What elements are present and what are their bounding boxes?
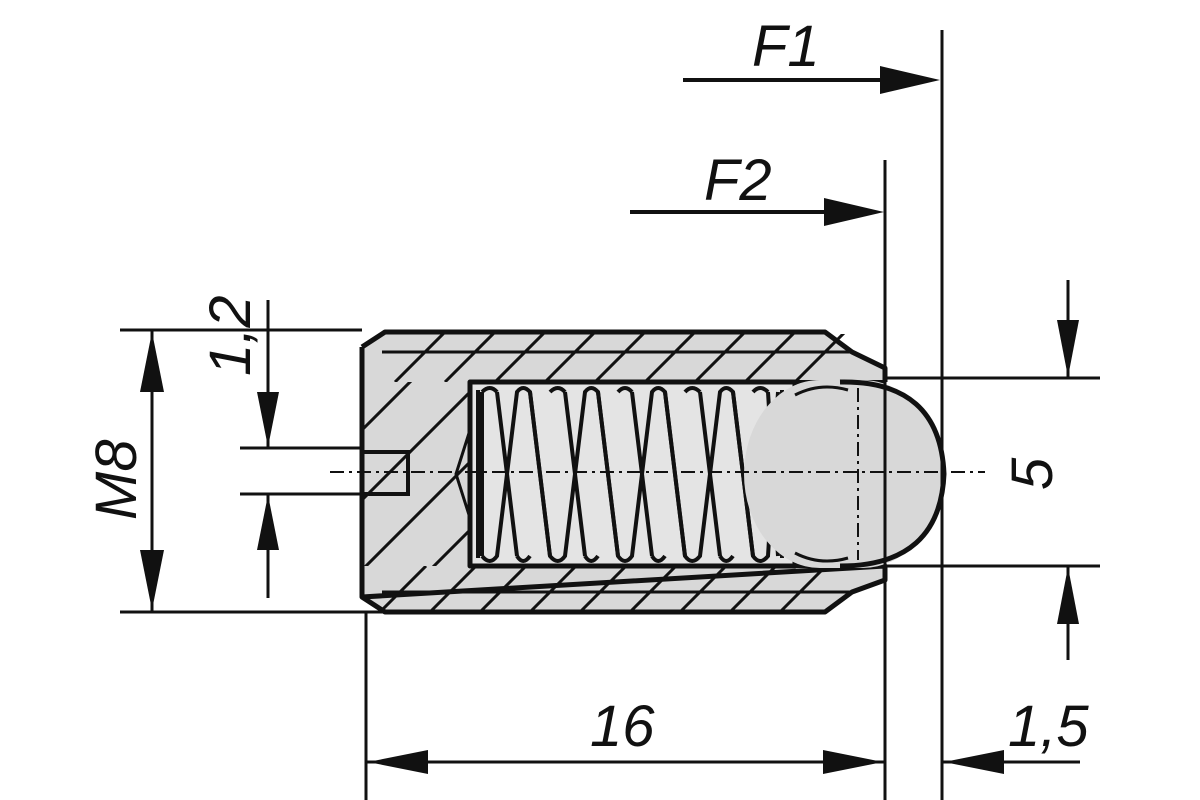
ball [744, 379, 947, 569]
dim-protrusion [942, 750, 1080, 774]
plunger-body [359, 329, 888, 615]
label-ball-diameter: 5 [1000, 457, 1065, 490]
label-protrusion: 1,5 [1008, 694, 1089, 759]
ball-inner-arc [794, 385, 849, 563]
label-f1: F1 [752, 14, 820, 79]
spring-cavity [470, 382, 795, 566]
ball-outline [839, 379, 947, 569]
dim-slot [257, 300, 279, 598]
compression-spring [476, 386, 784, 563]
label-length: 16 [590, 694, 655, 759]
bore-cone [454, 429, 472, 519]
extension-lines [120, 30, 1100, 800]
hatching-left [362, 382, 470, 566]
dim-length [366, 750, 885, 774]
ball-shape [744, 380, 942, 568]
dim-ball [1057, 280, 1079, 660]
dim-m8 [140, 330, 164, 612]
force-f1-arrow [683, 66, 940, 94]
label-f2: F2 [704, 148, 772, 213]
label-slot-width: 1,2 [198, 295, 263, 376]
label-m8: M8 [84, 439, 149, 520]
force-f2-arrow [630, 198, 884, 226]
spring-coil-front [480, 386, 780, 563]
